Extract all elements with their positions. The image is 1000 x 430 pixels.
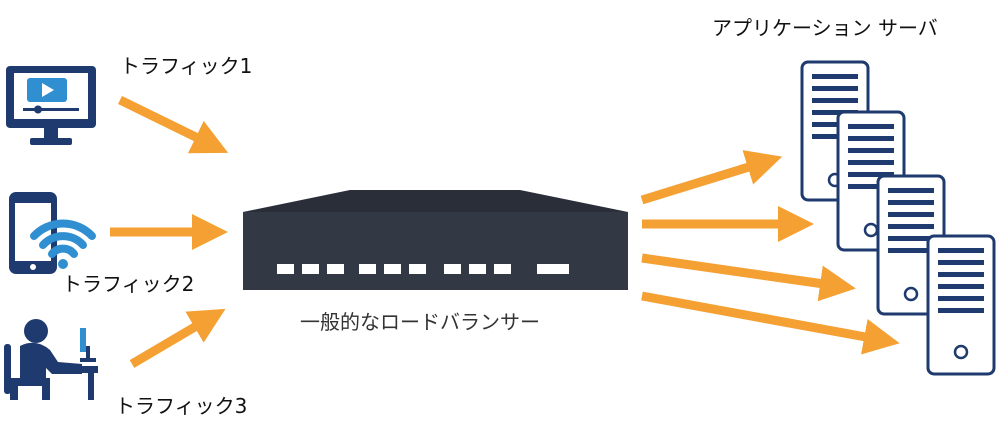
- load-balancer-device-icon: [243, 190, 628, 290]
- smartphone-wifi-icon: [9, 192, 96, 274]
- arrow-to-server-1: [640, 150, 783, 205]
- traffic-1-label: トラフィック1: [120, 54, 253, 78]
- arrow-traffic-3: [129, 308, 226, 368]
- monitor-play-icon: [6, 66, 96, 145]
- arrow-to-server-3: [641, 253, 856, 302]
- incoming-arrows: [110, 95, 229, 368]
- arrow-to-server-4: [641, 291, 900, 355]
- traffic-3-label: トラフィック3: [115, 394, 248, 418]
- load-balancer-ports: [277, 264, 569, 274]
- person-at-desk-icon: [4, 319, 98, 400]
- load-balancer-label: 一般的なロードバランサー: [300, 310, 540, 334]
- servers-label: アプリケーション サーバ: [712, 16, 938, 40]
- outgoing-arrows: [640, 150, 900, 355]
- arrow-traffic-1: [118, 95, 229, 154]
- server-tower-icon: [926, 234, 996, 376]
- traffic-2-label: トラフィック2: [62, 272, 195, 296]
